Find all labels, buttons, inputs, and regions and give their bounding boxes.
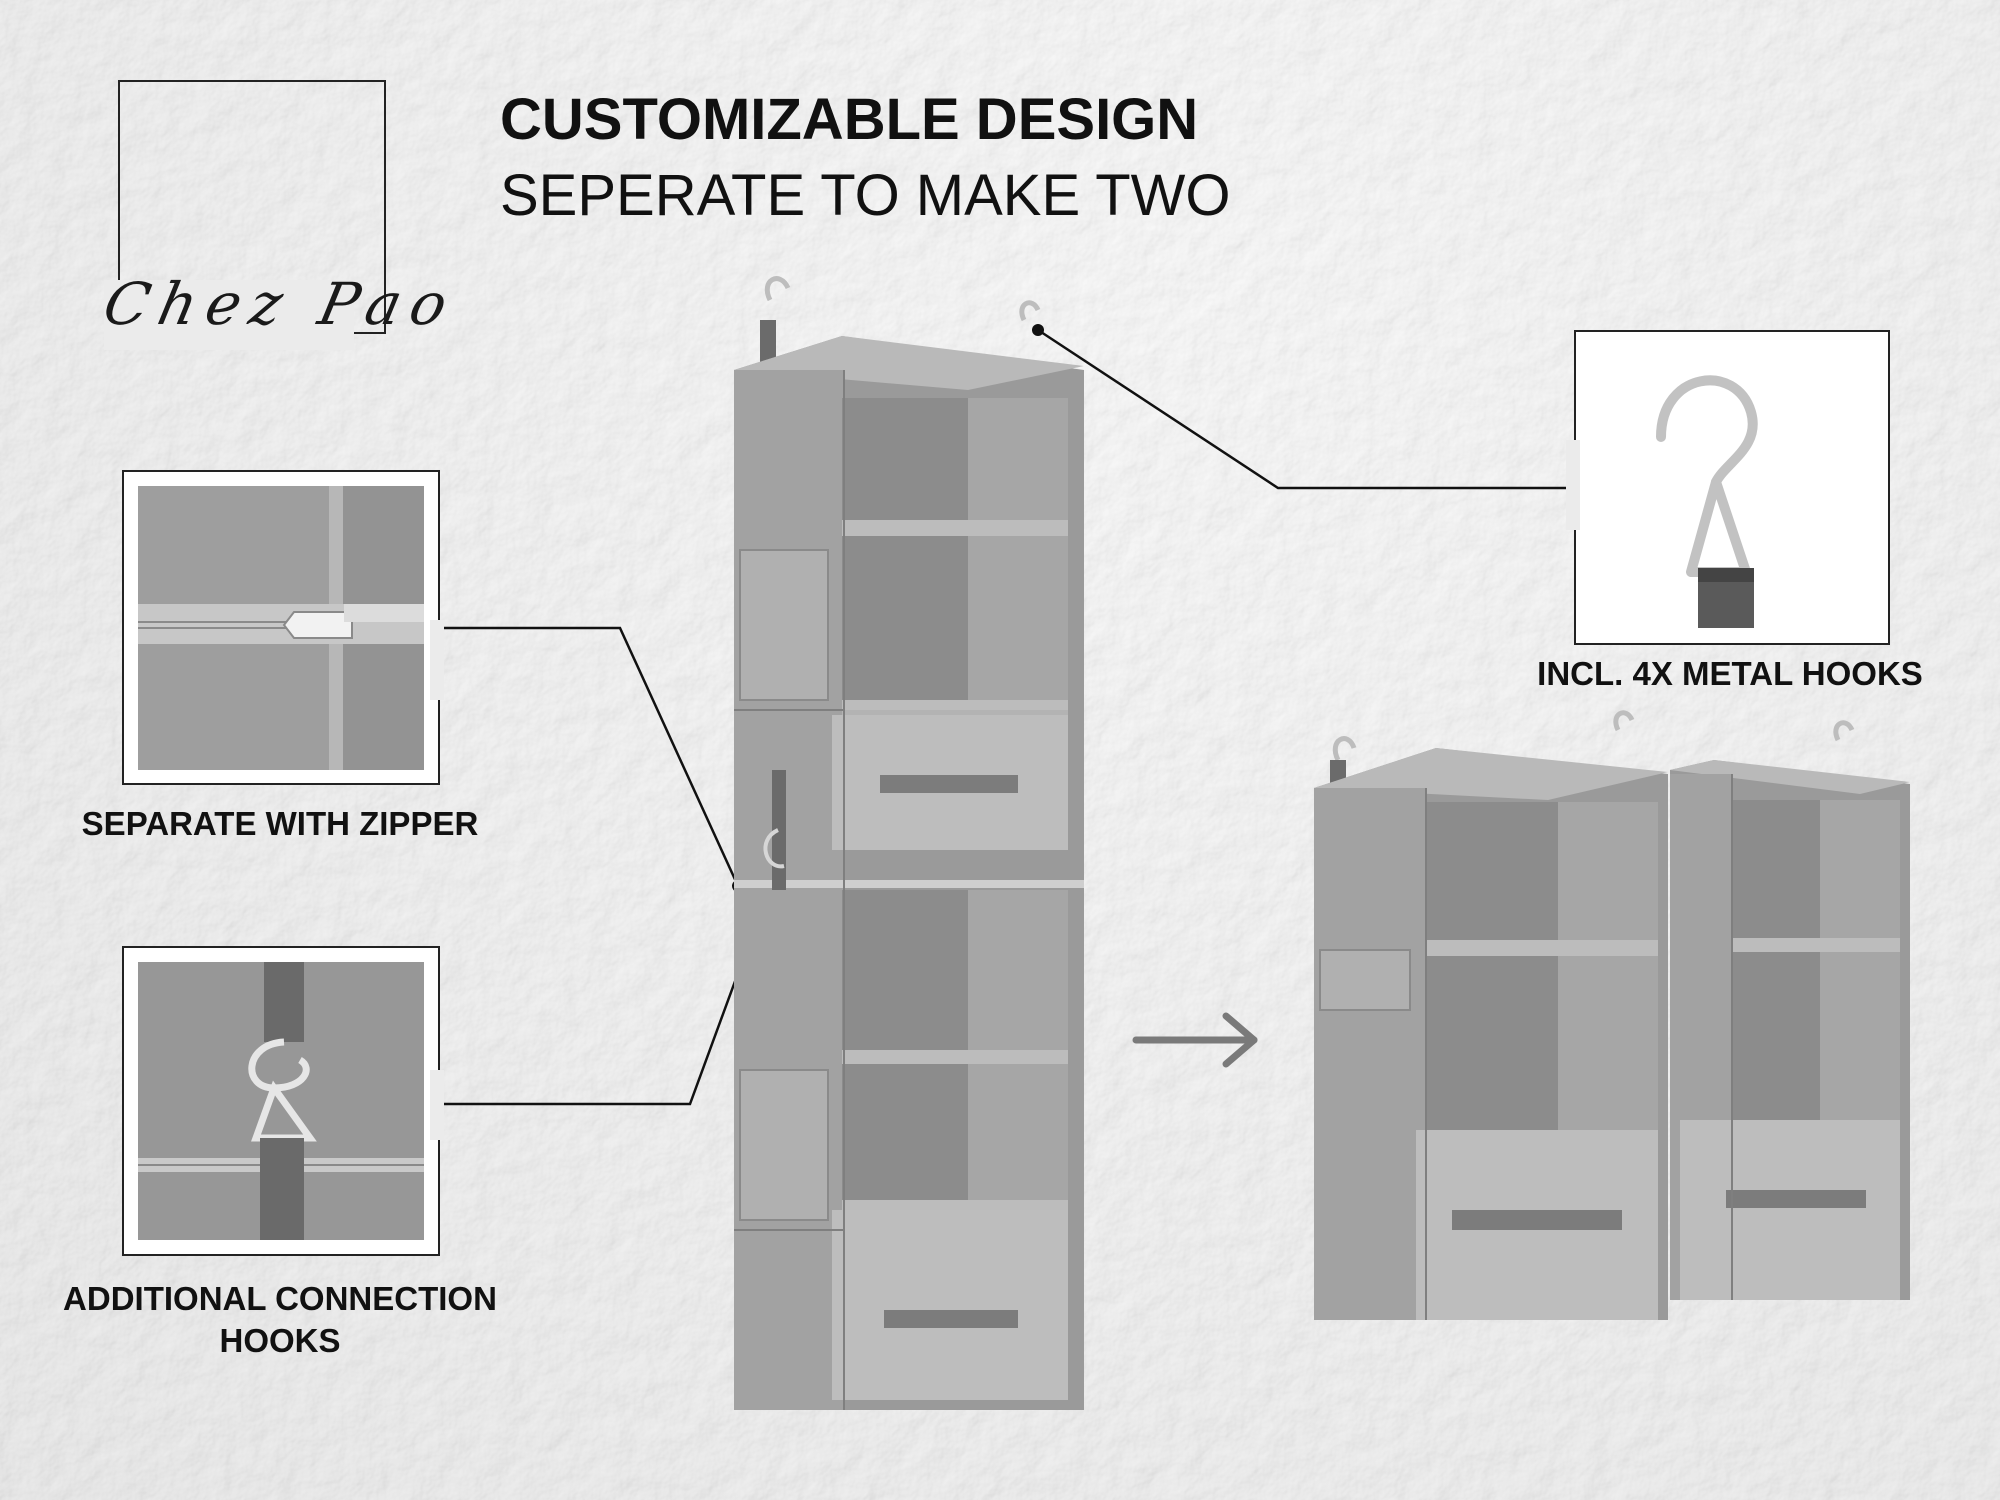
zipper-detail-inset bbox=[122, 470, 440, 785]
zipper-callout-label: SEPARATE WITH ZIPPER bbox=[81, 805, 479, 842]
connection-callout-line1: ADDITIONAL CONNECTION bbox=[63, 1280, 497, 1317]
arrow-right-icon bbox=[1132, 1012, 1258, 1068]
connection-callout-line2: HOOKS bbox=[219, 1322, 341, 1359]
headline-subtitle: SEPERATE TO MAKE TWO bbox=[500, 163, 1231, 228]
zipper-detail bbox=[138, 486, 424, 770]
inset-frame-gap bbox=[1566, 440, 1580, 530]
metal-hook-detail bbox=[1588, 344, 1876, 631]
metal-hook-inset bbox=[1574, 330, 1890, 645]
connection-hook-detail bbox=[138, 962, 424, 1240]
hooks-callout-label: INCL. 4X METAL HOOKS bbox=[1537, 655, 1923, 692]
inset-frame-gap bbox=[430, 620, 444, 700]
headline-title: CUSTOMIZABLE DESIGN bbox=[500, 87, 1199, 152]
split-organizers-image bbox=[1314, 710, 1910, 1320]
inset-frame-gap bbox=[430, 1070, 444, 1140]
tall-organizer-image bbox=[734, 276, 1084, 1410]
logo-frame-gap bbox=[104, 280, 354, 350]
connection-callout-label: ADDITIONAL CONNECTION HOOKS bbox=[20, 1280, 540, 1360]
connection-detail-inset bbox=[122, 946, 440, 1256]
